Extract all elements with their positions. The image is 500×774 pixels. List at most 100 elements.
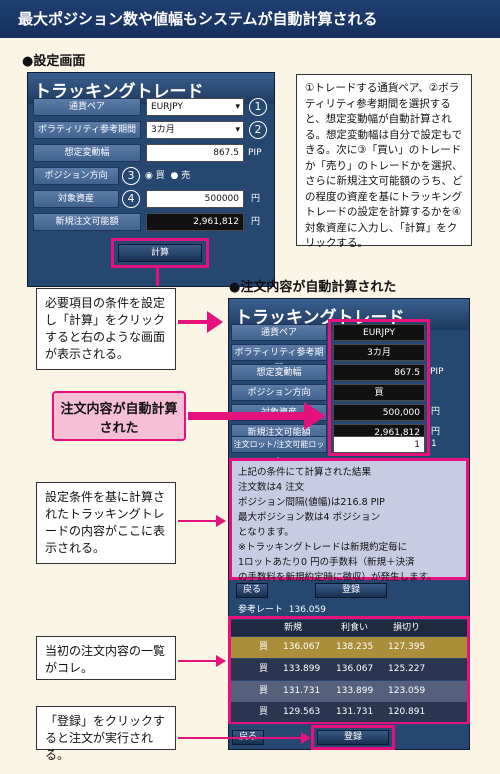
result-line: ポジション間隔(値幅)は216.8 PIP	[238, 497, 385, 508]
asset-label: 対象資産	[33, 190, 119, 208]
instruction-text: ①トレードする通貨ペア、②ボラティリティ参考期間を選択すると、想定変動幅が自動計…	[296, 74, 472, 249]
arrow-right-icon	[188, 412, 306, 420]
available-value: 2,961,812	[146, 213, 244, 231]
connector-line	[178, 520, 218, 522]
arrow-head-icon	[207, 311, 223, 333]
result-fields-highlight	[328, 319, 430, 456]
result-range-value: 867.5	[333, 364, 425, 381]
reference-rate-value: 136.059	[288, 605, 326, 615]
cell-tp: 131.731	[336, 707, 374, 717]
cell-side: 買	[259, 642, 269, 652]
cell-tp: 136.067	[336, 664, 374, 674]
result-summary: 上記の条件にて計算された結果 注文数は4 注文 ポジション間隔(値幅)は216.…	[229, 458, 469, 583]
result-range-label: 想定変動幅	[231, 364, 327, 381]
result-currency-value: EURJPY	[333, 324, 425, 341]
result-line: 上記の条件にて計算された結果	[238, 467, 372, 478]
result-currency-label: 通貨ペア	[231, 324, 327, 341]
arrow-right-icon	[178, 320, 208, 324]
connector-line	[178, 737, 303, 739]
cell-sl: 123.059	[388, 686, 426, 696]
direction-label: ポジション方向	[33, 167, 119, 185]
result-lot-input[interactable]: 1	[333, 436, 425, 453]
connector-line	[156, 268, 159, 286]
marker-1: 1	[249, 98, 267, 116]
volatility-label: ボラティリティ参考期間	[33, 121, 141, 139]
section-title-result: ●注文内容が自動計算された	[229, 280, 397, 295]
range-label: 想定変動幅	[33, 144, 141, 162]
cell-side: 買	[259, 686, 269, 696]
cell-new: 129.563	[283, 707, 321, 717]
result-volatility-label: ボラティリティ参考期間	[231, 344, 327, 374]
reference-rate: 参考レート 136.059	[238, 602, 326, 615]
chevron-down-icon: ▾	[235, 125, 240, 135]
result-line: 最大ポジション数は4 ポジション	[238, 512, 381, 523]
radio-buy-label[interactable]: 買	[155, 171, 165, 181]
radio-buy-icon[interactable]: ◉	[145, 171, 153, 181]
cell-side: 買	[259, 707, 269, 717]
table-row[interactable]: 買 129.563 131.731 120.891	[231, 702, 467, 722]
range-unit: PIP	[248, 148, 262, 158]
marker-2: 2	[249, 121, 267, 139]
register-button-top[interactable]: 登録	[315, 583, 387, 598]
result-line: となります。	[238, 527, 294, 538]
callout-first-orders: 当初の注文内容の一覧がコレ。	[36, 636, 176, 680]
asset-input[interactable]: 500000	[146, 190, 244, 208]
callout-register: 「登録」をクリックすると注文が実行される。	[36, 706, 176, 762]
col-take-profit: 利食い	[341, 623, 369, 633]
reference-rate-label: 参考レート	[238, 605, 284, 615]
table-row[interactable]: 買 136.067 138.235 127.395	[231, 637, 467, 658]
result-asset-unit: 円	[431, 407, 441, 417]
result-volatility-value: 3カ月	[333, 344, 425, 361]
chevron-down-icon: ▾	[235, 102, 240, 112]
marker-4: 4	[122, 190, 140, 208]
result-line: 注文数は4 注文	[238, 482, 305, 493]
table-row[interactable]: 買 131.731 133.899 123.059	[231, 681, 467, 702]
calc-button-highlight	[111, 238, 209, 268]
result-asset-value: 500,000	[333, 404, 425, 421]
order-table-highlight	[228, 616, 470, 724]
volatility-select[interactable]: 3カ月▾	[146, 121, 244, 139]
cell-tp: 138.235	[336, 642, 374, 652]
result-line: 1ロットあたり0 円の手数料（新規＋決済	[238, 557, 415, 568]
arrow-head-icon	[216, 515, 226, 527]
direction-radios: ◉ 買 ● 売	[145, 168, 190, 184]
back-button[interactable]: 戻る	[236, 583, 268, 598]
currency-label: 通貨ペア	[33, 98, 141, 116]
register-button-highlight	[311, 725, 395, 750]
connector-line	[178, 660, 218, 662]
cell-side: 買	[259, 664, 269, 674]
order-table-header: 新規 利食い 損切り	[231, 620, 467, 636]
available-unit: 円	[251, 217, 261, 227]
cell-new: 133.899	[283, 664, 321, 674]
result-direction-label: ポジション方向	[231, 384, 327, 401]
register-button[interactable]: 登録	[317, 730, 389, 745]
callout-result: 設定条件を基に計算されたトラッキングトレードの内容がここに表示される。	[36, 482, 176, 564]
asset-unit: 円	[251, 194, 261, 204]
range-input[interactable]: 867.5	[146, 144, 244, 162]
col-stop-loss: 損切り	[393, 623, 421, 633]
cell-tp: 133.899	[336, 686, 374, 696]
callout-auto: 注文内容が自動計算された	[52, 391, 186, 441]
calc-button[interactable]: 計算	[118, 244, 202, 262]
arrow-head-icon	[301, 732, 311, 744]
result-direction-value: 買	[333, 384, 425, 401]
result-line: の手数料を新規約定時に徴収）が発生します。	[238, 572, 437, 583]
result-range-unit: PIP	[430, 367, 444, 377]
radio-sell-label[interactable]: 売	[181, 171, 191, 181]
result-lot-unit: 1	[431, 439, 437, 449]
page-banner: 最大ポジション数や値幅もシステムが自動計算される	[0, 0, 500, 38]
cell-sl: 120.891	[388, 707, 426, 717]
result-lot-label: 注文ロット/注文可能ロット	[231, 436, 327, 465]
result-line: ※トラッキングトレードは新規約定毎に	[238, 542, 408, 553]
cell-sl: 127.395	[388, 642, 426, 652]
currency-select[interactable]: EURJPY▾	[146, 98, 244, 116]
result-available-unit: 円	[431, 427, 441, 437]
callout-calc: 必要項目の条件を設定し「計算」をクリックすると右のような画面が表示される。	[36, 288, 176, 370]
table-row[interactable]: 買 133.899 136.067 125.227	[231, 659, 467, 680]
col-new: 新規	[284, 623, 303, 633]
cell-new: 136.067	[283, 642, 321, 652]
radio-sell-icon[interactable]: ●	[170, 171, 179, 181]
arrow-head-icon	[304, 402, 326, 430]
marker-3: 3	[122, 167, 140, 185]
arrow-head-icon	[216, 655, 226, 667]
